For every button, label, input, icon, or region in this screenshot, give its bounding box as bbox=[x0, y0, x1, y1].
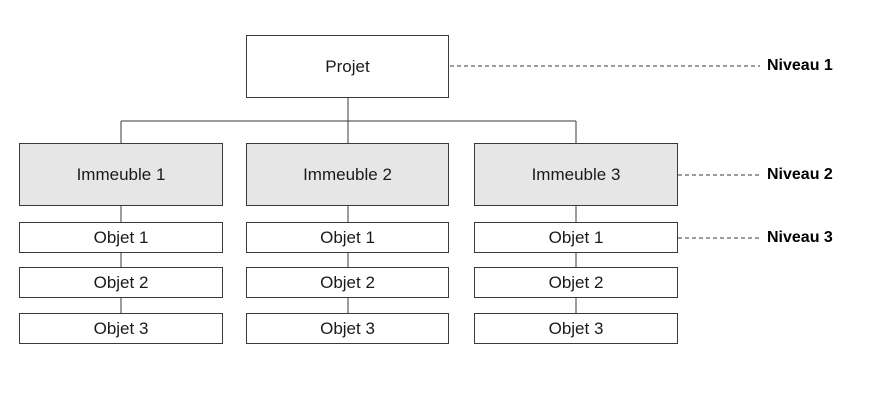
building-node-label: Immeuble 3 bbox=[531, 164, 621, 184]
building-node-1: Immeuble 1 bbox=[19, 143, 223, 206]
level-3-label: Niveau 3 bbox=[767, 229, 833, 246]
object-node-b3-o1: Objet 1 bbox=[474, 222, 678, 253]
object-node-label: Objet 2 bbox=[93, 272, 149, 292]
building-node-label: Immeuble 1 bbox=[76, 164, 166, 184]
object-node-b2-o2: Objet 2 bbox=[246, 267, 449, 298]
object-node-b1-o1: Objet 1 bbox=[19, 222, 223, 253]
building-node-label: Immeuble 2 bbox=[303, 164, 392, 184]
object-node-b3-o2: Objet 2 bbox=[474, 267, 678, 298]
object-node-label: Objet 3 bbox=[93, 318, 149, 338]
object-node-label: Objet 3 bbox=[548, 318, 604, 338]
object-node-b2-o1: Objet 1 bbox=[246, 222, 449, 253]
object-node-b1-o2: Objet 2 bbox=[19, 267, 223, 298]
root-node-label: Projet bbox=[325, 56, 370, 76]
object-node-b3-o3: Objet 3 bbox=[474, 313, 678, 344]
object-node-b1-o3: Objet 3 bbox=[19, 313, 223, 344]
object-node-label: Objet 2 bbox=[548, 272, 604, 292]
object-node-label: Objet 1 bbox=[548, 227, 604, 247]
level-1-label: Niveau 1 bbox=[767, 57, 833, 74]
object-node-label: Objet 2 bbox=[320, 272, 375, 292]
level-2-label: Niveau 2 bbox=[767, 166, 833, 183]
object-node-label: Objet 3 bbox=[320, 318, 375, 338]
object-node-label: Objet 1 bbox=[320, 227, 375, 247]
building-node-2: Immeuble 2 bbox=[246, 143, 449, 206]
object-node-b2-o3: Objet 3 bbox=[246, 313, 449, 344]
building-node-3: Immeuble 3 bbox=[474, 143, 678, 206]
object-node-label: Objet 1 bbox=[93, 227, 149, 247]
root-node: Projet bbox=[246, 35, 449, 98]
